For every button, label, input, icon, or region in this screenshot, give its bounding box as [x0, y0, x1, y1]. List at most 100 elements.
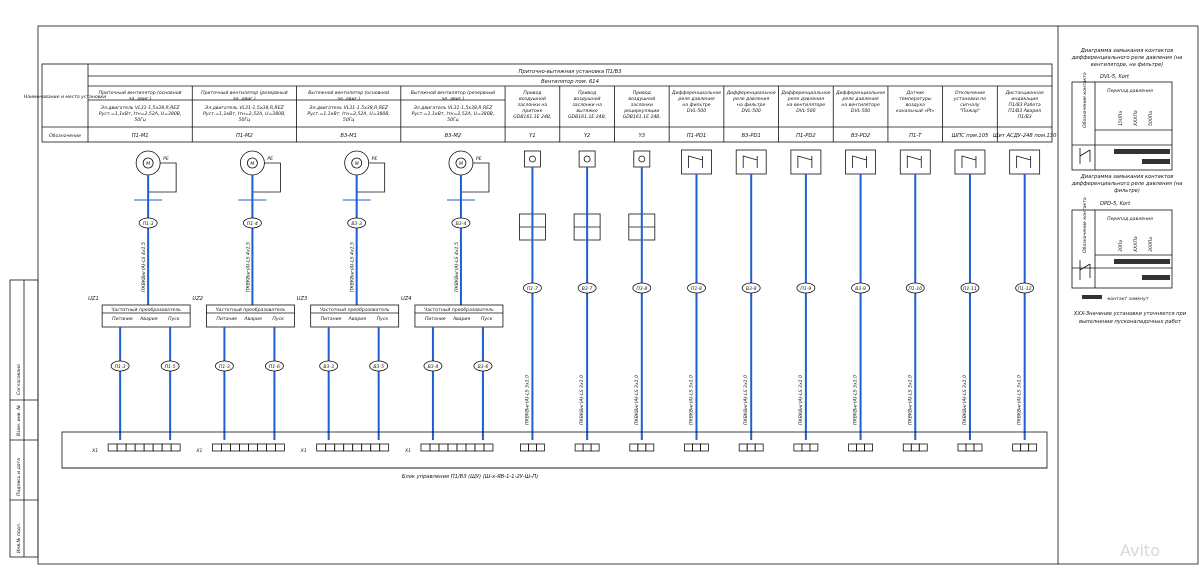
drive-term-4-2: Авария — [452, 316, 471, 322]
pe-label-3: PE — [372, 156, 378, 162]
sensor-cable-spec-11: ПКВКВнг(А)-LS 3х1,0 — [853, 375, 859, 425]
drive-label-4: UZ4 — [401, 296, 412, 302]
cable-tag-4 — [451, 217, 471, 229]
motor-2: MPE — [240, 150, 281, 193]
column-name-12: канальный «Pt» — [896, 108, 935, 114]
drive-term-2-2: Авария — [243, 316, 262, 322]
drive-cable-tag-4-2: В3-6 — [478, 364, 489, 370]
column-name-11: DVL-500 — [851, 108, 870, 114]
column-code-5: Y1 — [529, 133, 535, 139]
control-panel: Блок управления П1/В3 (ЩУ) (Ш-х-ЯВ-1-1-2… — [61, 431, 1048, 480]
column-name-6: GDB161.1E 24В, — [568, 114, 606, 120]
column-name-5: притоке — [522, 109, 542, 114]
row-label-code: Обозначение — [49, 133, 81, 139]
drive-cable-tag-1-1: П1-3 — [115, 364, 126, 370]
sensor-cable-tag-7: П3-8 — [636, 286, 647, 292]
cable-tag-2 — [243, 217, 262, 229]
sensor-cable-tag-5: П1-7 — [527, 286, 538, 292]
column-name-8: Дифференциальное — [671, 90, 721, 96]
column-name-11: Дифференциальное — [835, 90, 885, 96]
cable-spec-1: ПКВКВнг(А)-LS 4х1,5 — [141, 242, 147, 292]
column-name-1: эл. двиг.) — [129, 96, 152, 102]
sensor-cable-spec-12: ПКВКВнг(А)-LS 3х1,0 — [907, 375, 913, 425]
column-name-1: Приточный вентилятор (основной — [99, 90, 182, 96]
device-12 — [899, 149, 931, 175]
drive-term-1-2: Авария — [139, 316, 158, 322]
column-code-6: Y2 — [584, 133, 590, 139]
column-name-10: DVL-500 — [796, 108, 815, 114]
diagram1-val-3: 500Па — [1148, 111, 1154, 126]
column-name-3: эл. двиг.) — [337, 96, 360, 102]
legend-closed: -контакт замкнут — [1106, 297, 1149, 302]
sensor-cable-tag-12: П1-10 — [908, 286, 922, 292]
diagram2-col-b: Перепад давления — [1107, 216, 1153, 222]
column-name-14: Дистанционная — [1005, 90, 1044, 96]
stamp-signature: Подпись и дата — [16, 458, 22, 496]
column-name-7: Привод — [633, 90, 651, 96]
motor-glyph: M — [250, 161, 254, 167]
pe-label-4: PE — [476, 156, 482, 162]
column-code-1: П1-М1 — [132, 133, 149, 139]
column-spec-4: Эл.двигатель VL31-1,5x38,R,REZ — [413, 105, 494, 111]
control-panel-label: Блок управления П1/В3 (ЩУ) (Ш-х-ЯВ-1-1-2… — [402, 474, 538, 480]
column-spec-1: Руст.=1,1кВт, Iтн=2,52А, U=380В, — [99, 111, 182, 117]
sensor-cable-tag-13: П1-11 — [963, 286, 977, 292]
row-label-name: Наименование и место установки — [24, 94, 106, 100]
legend-swatch — [1082, 295, 1102, 299]
sensor-cable-spec-9: ПКВКВнг(А)-LS 3х1,0 — [743, 375, 749, 425]
column-name-8: DVL-500 — [687, 108, 706, 114]
column-name-5: воздушной — [519, 96, 546, 102]
column-spec-4: 50Гц — [447, 117, 459, 123]
column-name-9: DVL-500 — [742, 108, 761, 114]
sensor-cable-spec-10: ПКВКВнг(А)-LS 3х1,0 — [798, 375, 804, 425]
column-name-12: воздуха — [906, 103, 926, 108]
sensor-cable-spec-6: ПКВКВнг(А)-LS 3х1,0 — [579, 375, 585, 425]
panel-term-3: X1 — [300, 448, 307, 454]
drive-cable-tag-4-1: В3-4 — [428, 364, 439, 370]
drive-term-4-3: Пуск — [481, 316, 493, 322]
column-name-7: воздушной — [628, 96, 655, 102]
cable-tag-label-4: В3-4 — [456, 221, 467, 227]
column-code-3: В3-М1 — [340, 133, 357, 139]
column-name-5: заслонки на — [518, 103, 548, 108]
sensor-cable-spec-7: ПКВКВнг(А)-LS 3х1,0 — [634, 375, 640, 425]
column-spec-2: Руст.=1,1кВт, Iтн=2,52А, U=380В, — [203, 111, 286, 117]
column-code-8: П1-PD1 — [687, 133, 707, 139]
stamp-inv-no: Взам. инв. № — [16, 405, 22, 436]
column-name-9: Дифференциальное — [726, 90, 776, 96]
column-code-10: П1-PD2 — [796, 133, 816, 139]
cable-tag-label-1: П1-3 — [143, 221, 154, 227]
cable-tag-label-2: П1-4 — [247, 221, 258, 227]
motor-3: M PE — [344, 150, 386, 193]
column-name-13: Отключение — [955, 90, 985, 96]
column-name-4: Вытяжной вентилятор (резервный — [411, 90, 495, 96]
drive-term-3-2: Авария — [348, 316, 367, 322]
column-code-2: П1-М2 — [236, 133, 253, 139]
diagram2-col-a: Обозначение контакта — [1082, 197, 1088, 253]
drive-term-1-3: Пуск — [168, 316, 180, 322]
sensor-cable-tag-14: П1-12 — [1018, 286, 1032, 292]
column-name-11: реле давления — [841, 97, 878, 102]
column-name-12: Датчик — [905, 90, 924, 96]
column-name-13: установки по — [953, 97, 986, 102]
diagram2-val-1: 30Па — [1118, 240, 1124, 252]
motor-glyph: M — [355, 161, 359, 167]
column-code-11: В3-PD2 — [851, 133, 870, 139]
sensor-cable-tag-8: П1-8 — [691, 286, 702, 292]
sensor-cable-spec-13: ПКВКВнг(А)-LS 3х1,0 — [962, 375, 968, 425]
sensor-cable-spec-14: ПКВКВнг(А)-LS 3х1,0 — [1017, 375, 1023, 425]
column-name-14: П1/В3 Авария — [1008, 108, 1041, 114]
column-name-14: П1/В3 — [1018, 114, 1032, 120]
column-name-6: вытяжке — [576, 109, 598, 114]
diagram1-col-a: Обозначение контакта — [1082, 72, 1088, 128]
column-code-14: Щит АСДУ-248 пом.130 — [993, 133, 1057, 139]
column-spec-2: Эл.двигатель VL31-1,5x38,R,REZ — [204, 105, 285, 111]
drive-term-2-3: Пуск — [272, 316, 284, 322]
cable-spec-3: ПКВКВнг(А)-LS 4х1,5 — [350, 242, 356, 292]
cable-spec-4: ПКВКВнг(А)-LS 4х1,5 — [454, 242, 460, 292]
sensor-cable-tag-6: В3-7 — [582, 286, 593, 292]
